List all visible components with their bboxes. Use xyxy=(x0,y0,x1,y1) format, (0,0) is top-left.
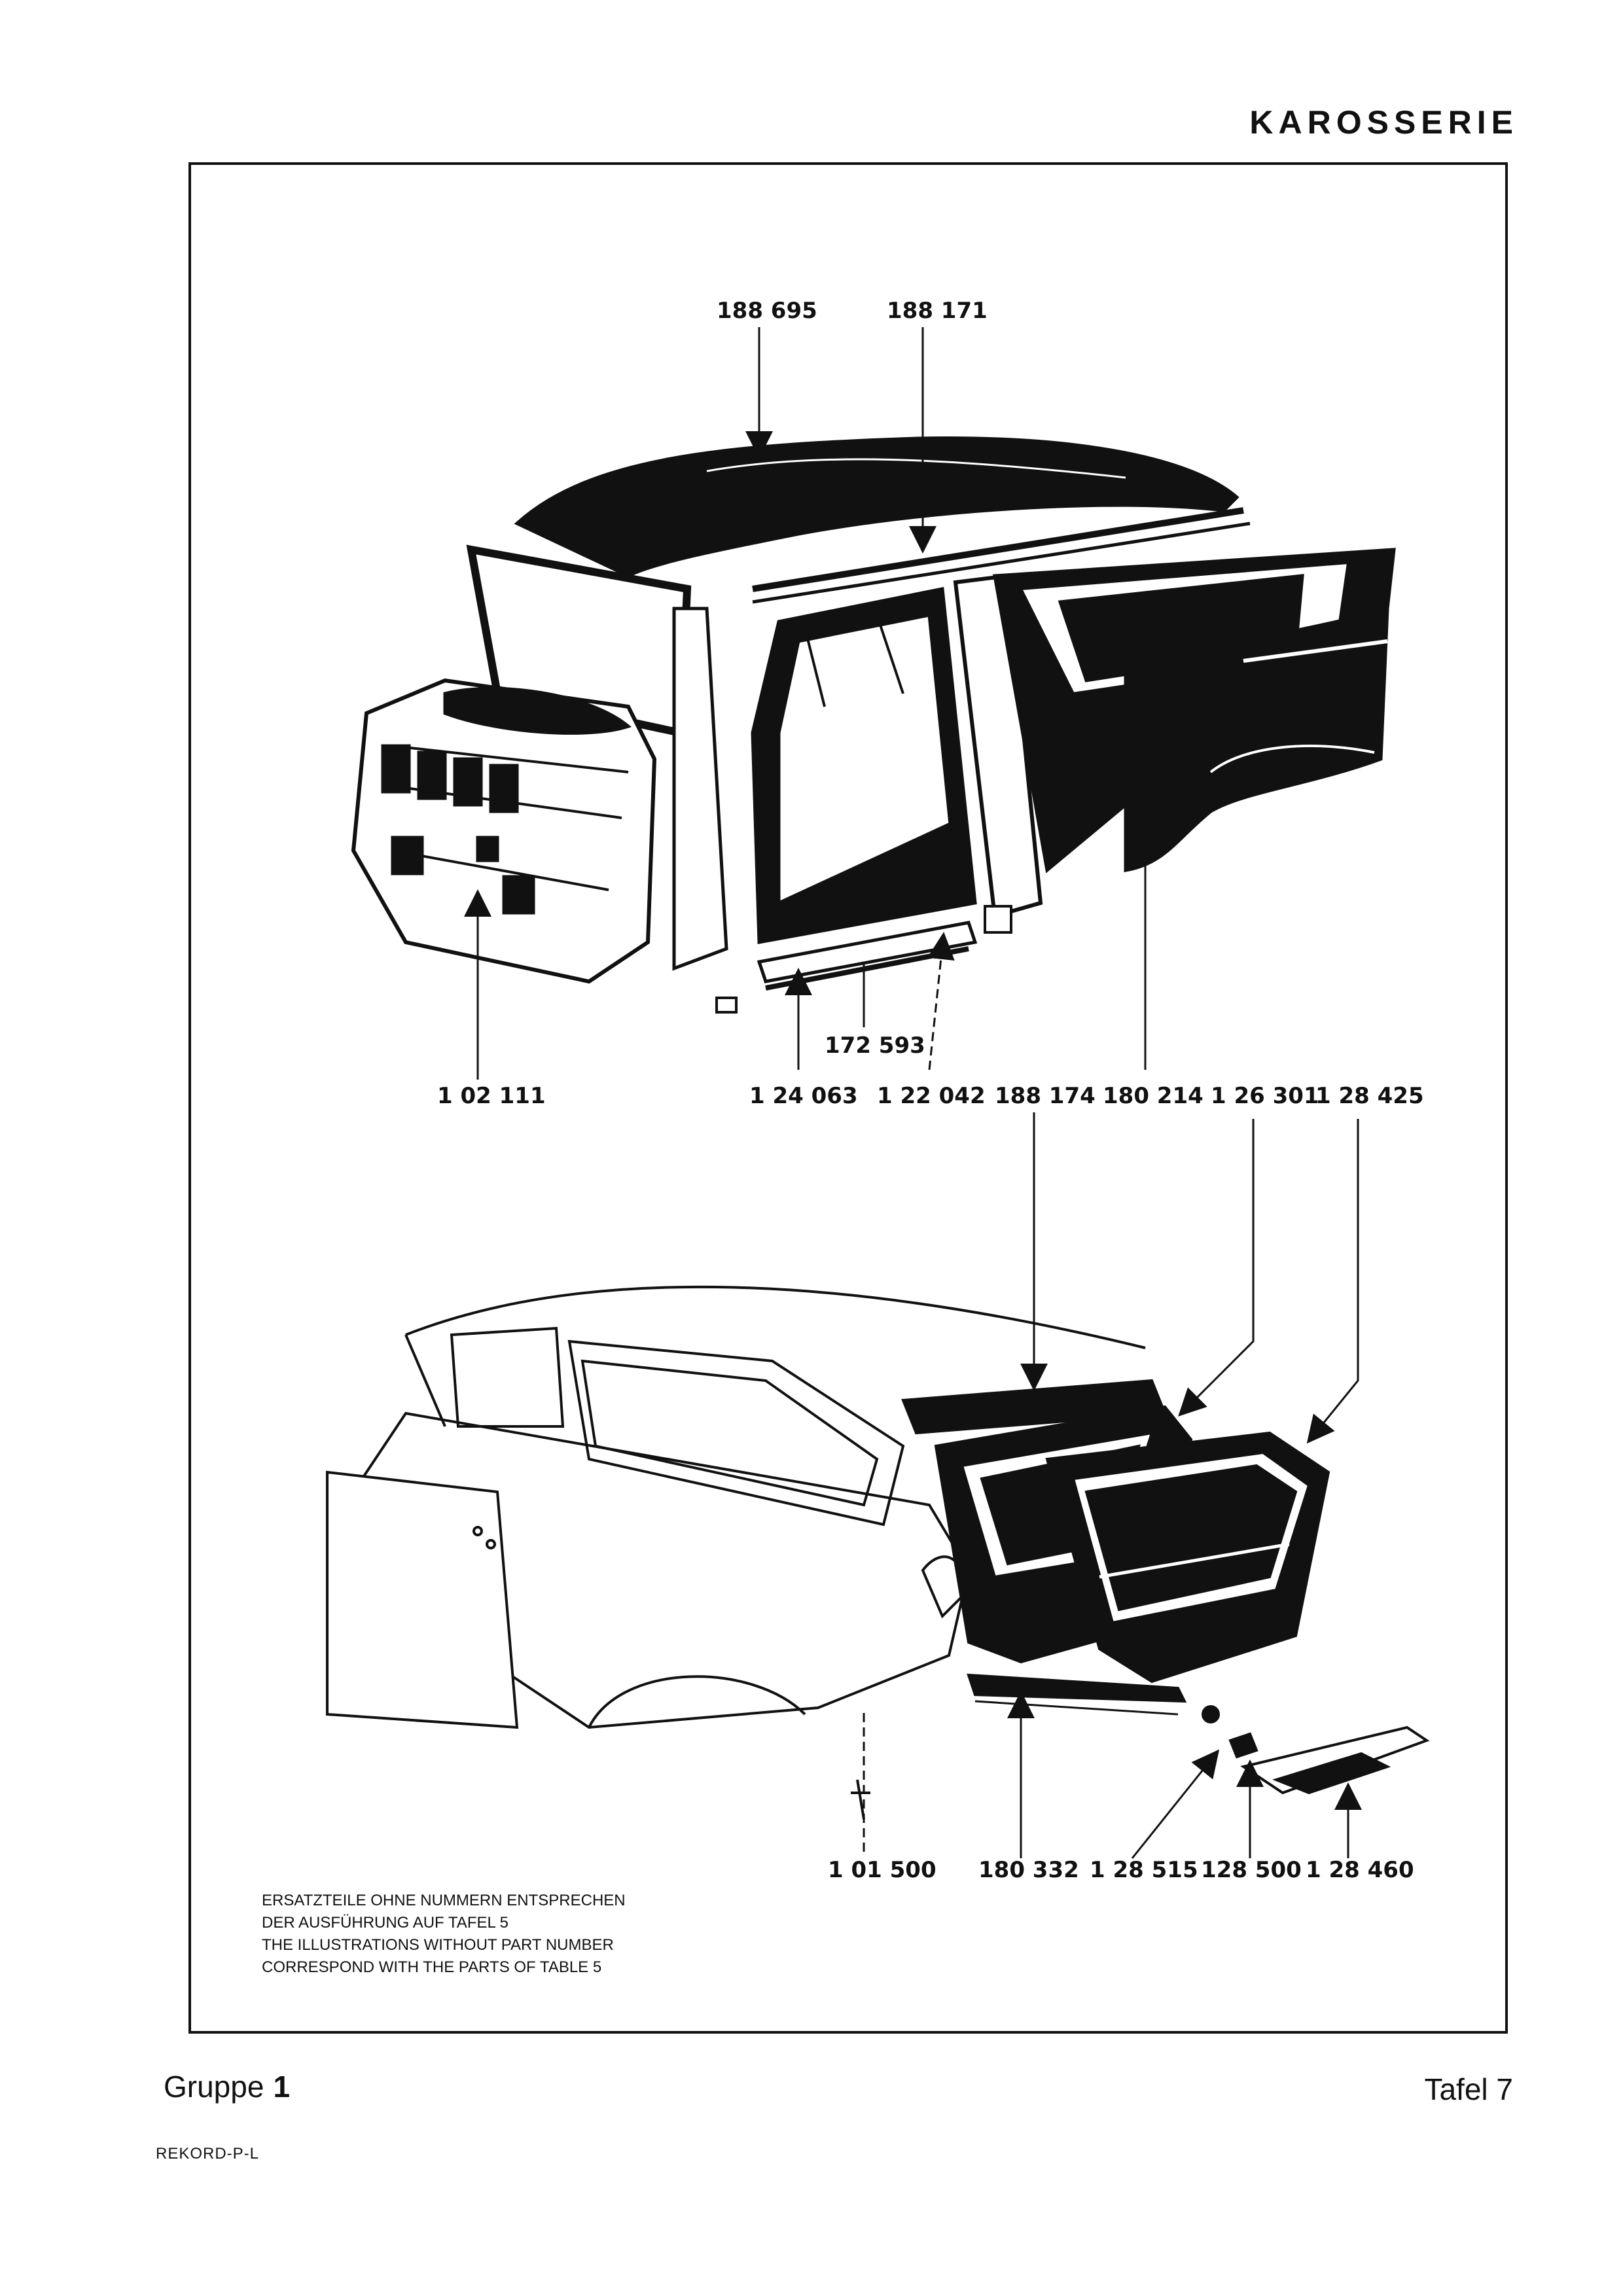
part-number-180214: 180 214 xyxy=(1103,1083,1204,1109)
model-code: REKORD-P-L xyxy=(156,2145,260,2163)
table-label: Tafel 7 xyxy=(1424,2072,1513,2106)
bottom-leader-lines xyxy=(863,1112,1362,1859)
part-number-180332: 180 332 xyxy=(978,1857,1079,1883)
note-de-line-2: DER AUSFÜHRUNG AUF TAFEL 5 xyxy=(262,1914,508,1932)
note-en-line-2: CORRESPOND WITH THE PARTS OF TABLE 5 xyxy=(262,1958,602,1976)
part-number-124063: 1 24 063 xyxy=(749,1083,858,1109)
rear-body-drawing xyxy=(326,1285,1146,1729)
section-title: KAROSSERIE xyxy=(1249,104,1518,141)
part-number-128425: 1 28 425 xyxy=(1315,1083,1424,1109)
group-label-text: Gruppe xyxy=(164,2070,264,2104)
part-number-188695: 188 695 xyxy=(717,298,817,324)
part-number-126301: 1 26 301 xyxy=(1211,1083,1319,1109)
part-number-172593: 172 593 xyxy=(825,1033,925,1059)
part-number-188174: 188 174 xyxy=(995,1083,1096,1109)
group-label: Gruppe 1 xyxy=(164,2069,290,2104)
illustration-frame xyxy=(188,162,1508,2034)
part-number-122042: 1 22 042 xyxy=(877,1083,986,1109)
top-leader-lines xyxy=(464,327,1159,1080)
note-en-line-1: THE ILLUSTRATIONS WITHOUT PART NUMBER xyxy=(262,1936,614,1954)
body-shell-drawing xyxy=(351,436,1396,1014)
parts-note: ERSATZTEILE OHNE NUMMERN ENTSPRECHEN DER… xyxy=(262,1890,626,1979)
part-number-102111: 1 02 111 xyxy=(437,1083,546,1109)
part-number-128460: 1 28 460 xyxy=(1306,1857,1414,1883)
tailgate-drawing xyxy=(901,1379,1330,1684)
note-de-line-1: ERSATZTEILE OHNE NUMMERN ENTSPRECHEN xyxy=(262,1892,626,1909)
part-number-128515: 1 28 515 xyxy=(1090,1857,1198,1883)
rear-small-parts xyxy=(851,1673,1430,1820)
part-number-188171: 188 171 xyxy=(887,298,988,324)
group-number: 1 xyxy=(273,2070,291,2104)
part-number-128500: 128 500 xyxy=(1201,1857,1302,1883)
part-number-101500: 1 01 500 xyxy=(828,1857,936,1883)
